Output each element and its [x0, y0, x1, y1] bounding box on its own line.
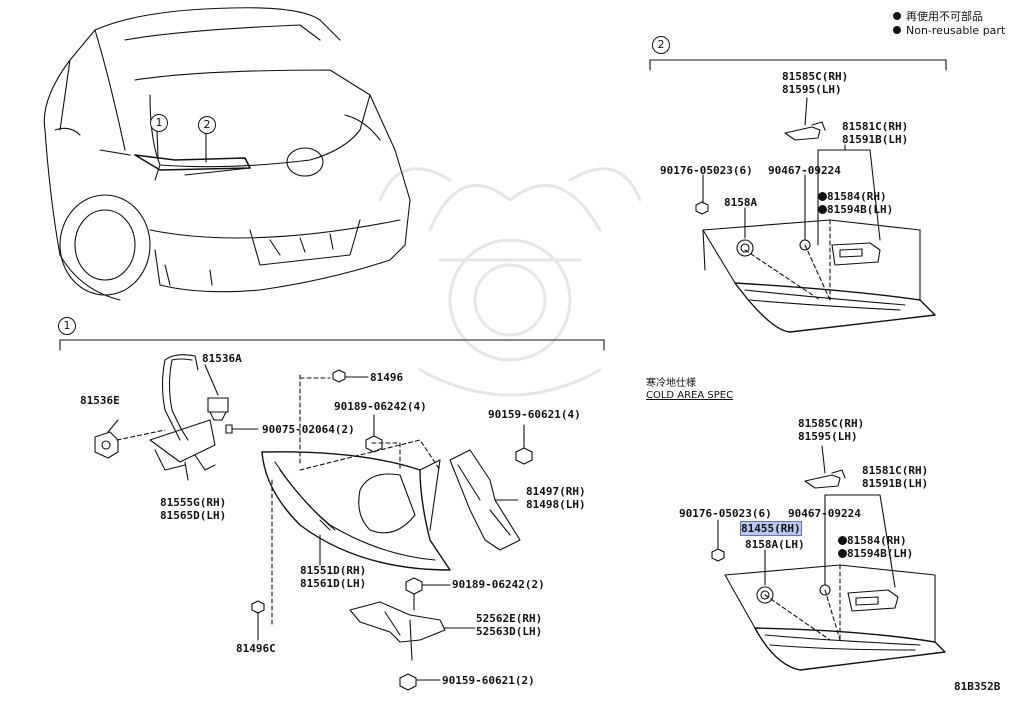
callout-1-car[interactable]: 1	[150, 114, 168, 132]
section-2-marker: 2	[652, 36, 670, 54]
part-90467-lower[interactable]: 90467-09224	[788, 507, 861, 520]
cold-area-spec-note: 寒冷地仕様 COLD AREA SPEC	[646, 378, 733, 402]
non-reusable-icon	[818, 205, 827, 214]
watermark-emblem	[378, 167, 642, 397]
part-8158-upper[interactable]: 8158A	[724, 196, 758, 209]
part-81581-lower[interactable]: 81581C(RH)81591B(LH)	[862, 464, 929, 490]
part-90075-02064[interactable]: 90075-02064(2)	[262, 423, 355, 436]
legend-non-reusable-jp: 再使用不可部品	[906, 10, 983, 23]
non-reusable-icon	[838, 549, 847, 558]
part-81536E[interactable]: 81536E	[80, 394, 120, 407]
part-81584-upper[interactable]: 81584(RH) 81594B(LH)	[818, 190, 893, 216]
part-90176-lower[interactable]: 90176-05023(6)	[679, 507, 772, 520]
legend: 再使用不可部品 Non-reusable part	[893, 9, 1005, 37]
part-90159-60621-4[interactable]: 90159-60621(4)	[488, 408, 581, 421]
bullet-icon	[893, 26, 901, 34]
part-81551D[interactable]: 81551D(RH)81561D(LH)	[300, 564, 367, 590]
part-81581-upper[interactable]: 81581C(RH)81591B(LH)	[842, 120, 909, 146]
bullet-icon	[893, 12, 901, 20]
section1-bracket	[59, 339, 605, 351]
part-90467-upper[interactable]: 90467-09224	[768, 164, 841, 177]
part-90159-60621-2[interactable]: 90159-60621(2)	[442, 674, 535, 687]
non-reusable-icon	[838, 536, 847, 545]
lower-inner-lamp	[711, 445, 946, 671]
part-81455-highlighted[interactable]: 81455(RH)	[740, 521, 802, 536]
part-81585-upper[interactable]: 81585C(RH)81595(LH)	[782, 70, 849, 96]
part-81536A[interactable]: 81536A	[202, 352, 242, 365]
callout-2-car[interactable]: 2	[198, 116, 216, 134]
section1-leaders	[319, 499, 509, 531]
part-90189-06242-4[interactable]: 90189-06242(4)	[334, 400, 427, 413]
upper-inner-lamp	[695, 97, 936, 333]
part-81496[interactable]: 81496	[370, 371, 404, 384]
wire-harness	[94, 354, 259, 481]
part-81496C[interactable]: 81496C	[236, 642, 276, 655]
part-81584-lower[interactable]: 81584(RH) 81594B(LH)	[838, 534, 913, 560]
diagram-code: 81B352B	[954, 680, 1001, 693]
part-90189-06242-2[interactable]: 90189-06242(2)	[452, 578, 545, 591]
car-rear-illustration	[43, 7, 411, 301]
part-81555G[interactable]: 81555G(RH)81565D(LH)	[160, 496, 227, 522]
part-90176-upper[interactable]: 90176-05023(6)	[660, 164, 753, 177]
non-reusable-icon	[818, 192, 827, 201]
main-tail-lamp	[261, 369, 533, 626]
part-81585-lower[interactable]: 81585C(RH)81595(LH)	[798, 417, 865, 443]
part-81497[interactable]: 81497(RH)81498(LH)	[526, 485, 586, 511]
legend-non-reusable-en: Non-reusable part	[906, 23, 1006, 37]
cold-area-spec-jp: 寒冷地仕様	[646, 378, 696, 389]
section-1-marker: 1	[58, 317, 76, 335]
part-8158A-lower[interactable]: 8158A(LH)	[745, 538, 805, 551]
part-52562E[interactable]: 52562E(RH)52563D(LH)	[476, 612, 543, 638]
lamp-cover	[449, 449, 521, 551]
cold-area-spec-en: COLD AREA SPEC	[646, 390, 734, 401]
lamp-bracket	[251, 577, 476, 691]
section2-bracket	[649, 59, 947, 71]
